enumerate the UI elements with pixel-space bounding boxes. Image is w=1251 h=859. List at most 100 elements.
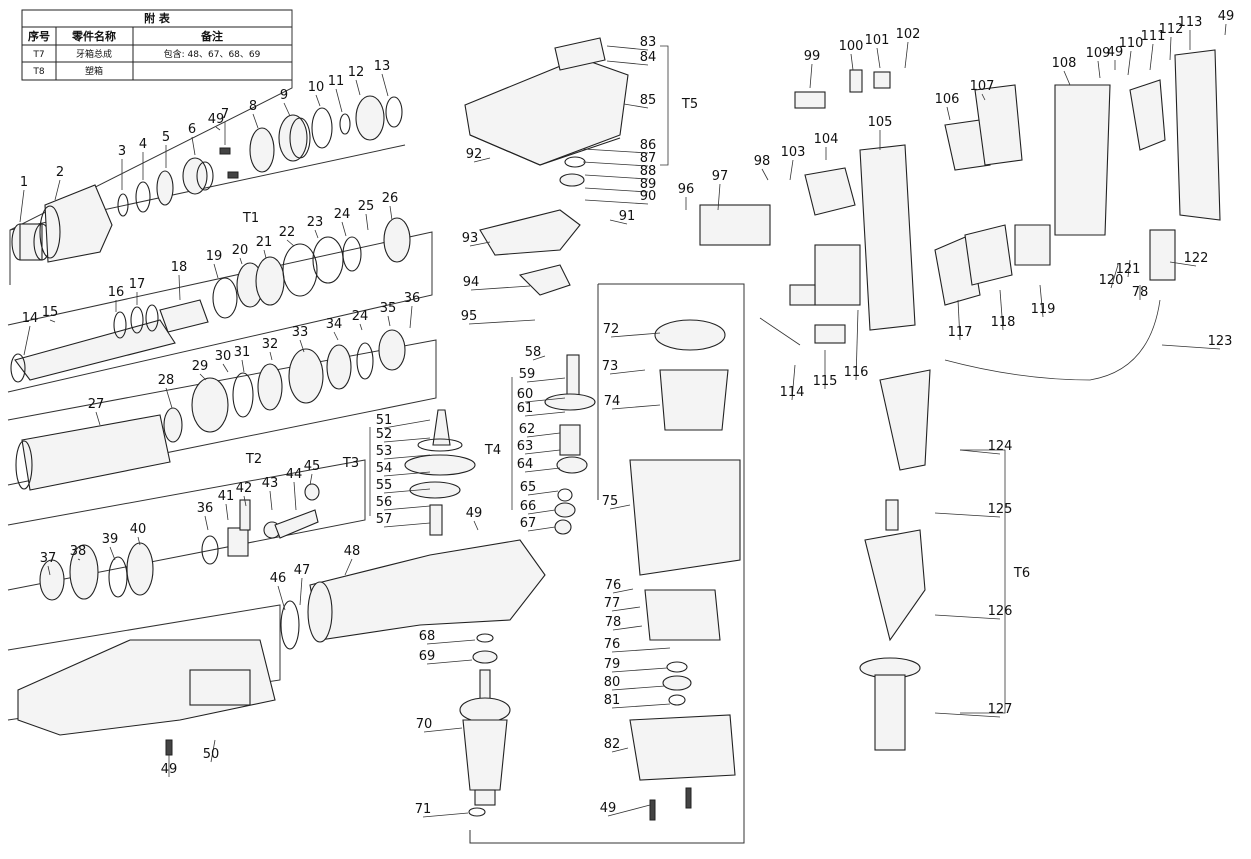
part-number-label: 60 (517, 387, 534, 402)
part-number-label: 33 (292, 325, 309, 340)
leader-line (789, 159, 794, 181)
top-cover-assembly (464, 37, 629, 296)
leader-line (468, 319, 536, 325)
part-number-label: 49 (1107, 45, 1124, 60)
part-number-label: 20 (232, 243, 249, 258)
part-number-label: 78 (1132, 285, 1149, 300)
leader-line (23, 325, 31, 356)
leader-line (426, 639, 476, 645)
leader-line (1169, 36, 1172, 61)
leader-line (1169, 261, 1197, 267)
leader-line (611, 703, 671, 709)
leader-line (524, 397, 566, 403)
part-number-label: 115 (813, 374, 838, 389)
leader-line (299, 577, 303, 606)
housing-row (17, 539, 546, 756)
leader-line (1161, 344, 1221, 350)
part-number-label: 47 (294, 563, 311, 578)
part-number-label: 89 (640, 177, 657, 192)
leader-line (957, 299, 961, 341)
part-number-label: 55 (376, 478, 393, 493)
part-number-label: 98 (754, 154, 771, 169)
leader-line (607, 804, 651, 817)
part-number-label: 88 (640, 164, 657, 179)
part-number-label: 91 (619, 209, 636, 224)
part-number-label: 44 (286, 467, 303, 482)
part-number-label: 49 (161, 762, 178, 777)
table-title: 附 表 (144, 11, 171, 25)
leader-line (243, 495, 247, 507)
leader-line (293, 481, 297, 511)
leader-line (582, 161, 649, 167)
part-number-label: 2 (56, 165, 64, 180)
leader-line (527, 490, 559, 496)
part-number-label: 118 (991, 315, 1016, 330)
part-number-label: 22 (279, 225, 296, 240)
part-number-label: 66 (520, 499, 537, 514)
leader-line (855, 309, 859, 381)
table-cell-id: T8 (32, 67, 44, 77)
part-number-label: 49 (208, 112, 225, 127)
group-label: T6 (1013, 566, 1030, 581)
part-number-label: 127 (988, 702, 1013, 717)
part-number-label: 61 (517, 401, 534, 416)
leader-line (606, 45, 649, 51)
part-number-label: 6 (188, 122, 196, 137)
part-number-label: 26 (382, 191, 399, 206)
part-number-label: 97 (712, 169, 729, 184)
part-number-label: 114 (780, 385, 805, 400)
part-number-label: 57 (376, 512, 393, 527)
part-number-label: 27 (88, 397, 105, 412)
leader-line (47, 565, 51, 576)
part-number-label: 63 (517, 439, 534, 454)
table-header-note: 备注 (200, 29, 223, 43)
part-number-label: 117 (948, 325, 973, 340)
part-number-label: 21 (256, 235, 273, 250)
part-number-label: 76 (605, 578, 622, 593)
group-label: T5 (681, 97, 698, 112)
part-number-label: 13 (374, 59, 391, 74)
leader-line (283, 102, 291, 117)
leader-line (54, 179, 61, 201)
leader-line (609, 369, 646, 375)
leader-line (19, 189, 25, 223)
leader-line (584, 174, 649, 180)
leader-line (387, 315, 391, 327)
part-number-label: 48 (344, 544, 361, 559)
part-number-label: 110 (1119, 36, 1144, 51)
motor-housing (629, 319, 741, 821)
leader-line (981, 93, 986, 101)
group-label: T3 (342, 456, 359, 471)
part-number-label: 29 (192, 359, 209, 374)
leader-line (426, 659, 473, 665)
armature-assembly (459, 633, 511, 817)
part-number-label: 116 (844, 365, 869, 380)
part-number-label: 36 (197, 501, 214, 516)
leader-line (222, 363, 229, 373)
part-number-label: 87 (640, 151, 657, 166)
part-number-label: 37 (40, 551, 57, 566)
leader-line (1039, 284, 1044, 318)
leader-line (1063, 70, 1071, 86)
leader-line (1224, 23, 1227, 36)
part-number-label: 39 (102, 532, 119, 547)
part-number-label: 41 (218, 489, 235, 504)
part-number-label: 84 (640, 50, 657, 65)
part-number-label: 50 (203, 747, 220, 762)
part-number-label: 32 (262, 337, 279, 352)
part-number-label: 10 (308, 80, 325, 95)
leader-line (584, 187, 649, 193)
part-number-label: 96 (678, 182, 695, 197)
part-number-label: 77 (604, 596, 621, 611)
part-number-label: 123 (1208, 334, 1233, 349)
spindle-row (10, 217, 411, 383)
part-number-label: 85 (640, 93, 657, 108)
group-label: T2 (245, 452, 262, 467)
leader-line (409, 305, 413, 329)
part-number-label: 31 (234, 345, 251, 360)
part-number-label: 49 (466, 506, 483, 521)
leader-line (934, 614, 1001, 620)
part-number-label: 78 (605, 615, 622, 630)
part-number-label: 46 (270, 571, 287, 586)
